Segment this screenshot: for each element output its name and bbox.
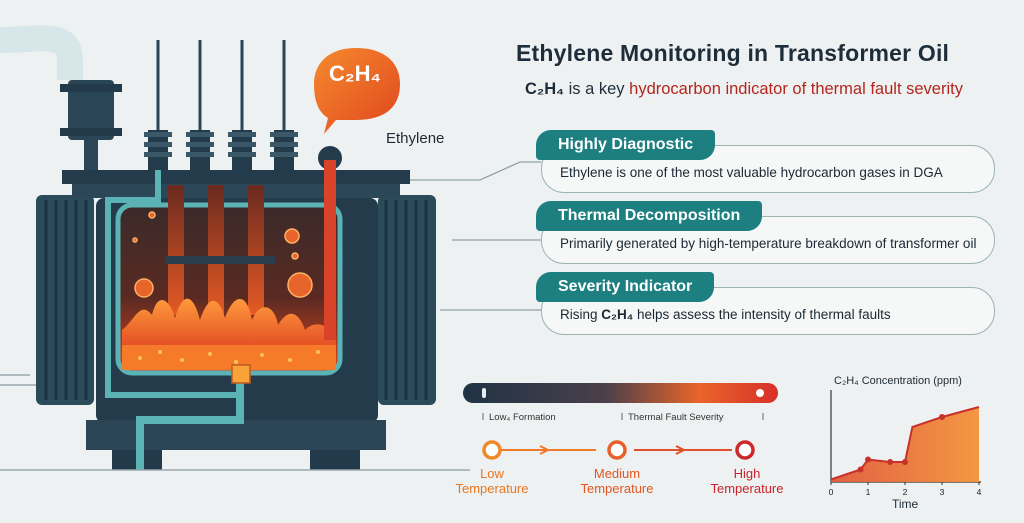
card-severity-indicator: Severity Indicator Rising C₂H₄ helps ass… [536, 272, 995, 335]
chart-xtick-label: 4 [977, 487, 982, 497]
chart-xtick-label: 0 [829, 487, 834, 497]
scale-left-label: Low₄ Formation [489, 412, 556, 423]
card-body: Primarily generated by high-temperature … [560, 236, 977, 251]
concentration-chart: 0 1 2 3 4 [829, 390, 982, 497]
low-temperature-marker [482, 440, 502, 460]
scale-right-label: Thermal Fault Severity [628, 412, 724, 423]
step-high: High Temperature [705, 466, 789, 496]
subtitle-accent: hydrocarbon indicator of thermal fault s… [629, 80, 963, 98]
card-body-formula: C₂H₄ [601, 307, 634, 322]
step-medium-line2: Temperature [580, 481, 654, 496]
card-body-suffix: helps assess the intensity of thermal fa… [633, 307, 891, 322]
chart-point [902, 459, 908, 465]
step-medium: Medium Temperature [577, 466, 657, 496]
card-tag: Severity Indicator [536, 272, 715, 302]
step-high-line2: Temperature [710, 481, 784, 496]
high-temperature-marker [735, 440, 755, 460]
card-highly-diagnostic: Highly Diagnostic Ethylene is one of the… [536, 130, 995, 193]
speech-bubble-icon [314, 48, 400, 134]
chart-xlabel: Time [892, 497, 919, 511]
card-body: Ethylene is one of the most valuable hyd… [560, 165, 943, 180]
chart-xtick-label: 2 [903, 487, 908, 497]
ethylene-label: Ethylene [386, 130, 445, 147]
severity-gradient-bar [463, 383, 778, 403]
subtitle-formula: C₂H₄ [525, 80, 565, 98]
step-low: Low Temperature [452, 466, 532, 496]
medium-temperature-marker [607, 440, 627, 460]
step-medium-line1: Medium [593, 466, 641, 481]
card-body: Rising C₂H₄ helps assess the intensity o… [560, 307, 891, 322]
chart-point [857, 466, 864, 473]
chart-point [887, 459, 894, 465]
step-low-line1: Low [480, 466, 504, 481]
step-high-line1: High [733, 466, 761, 481]
page-title: Ethylene Monitoring in Transformer Oil [516, 40, 950, 66]
chart-point [939, 414, 945, 420]
card-body-prefix: Rising [560, 307, 602, 322]
subtitle-text: is a key [564, 80, 630, 98]
card-tag: Highly Diagnostic [536, 130, 716, 160]
chart-xtick-label: 3 [940, 487, 945, 497]
chart-area [831, 407, 979, 482]
chart-title: C₂H₄ Concentration (ppm) [834, 375, 962, 387]
card-tag: Thermal Decomposition [536, 201, 763, 231]
step-low-line2: Temperature [455, 481, 529, 496]
chart-point [865, 456, 871, 463]
page-subtitle: C₂H₄ is a key hydrocarbon indicator of t… [525, 80, 963, 99]
chart-xtick-label: 1 [866, 487, 871, 497]
bubble-formula: C₂H₄ [329, 61, 382, 86]
card-thermal-decomposition: Thermal Decomposition Primarily generate… [536, 201, 995, 264]
